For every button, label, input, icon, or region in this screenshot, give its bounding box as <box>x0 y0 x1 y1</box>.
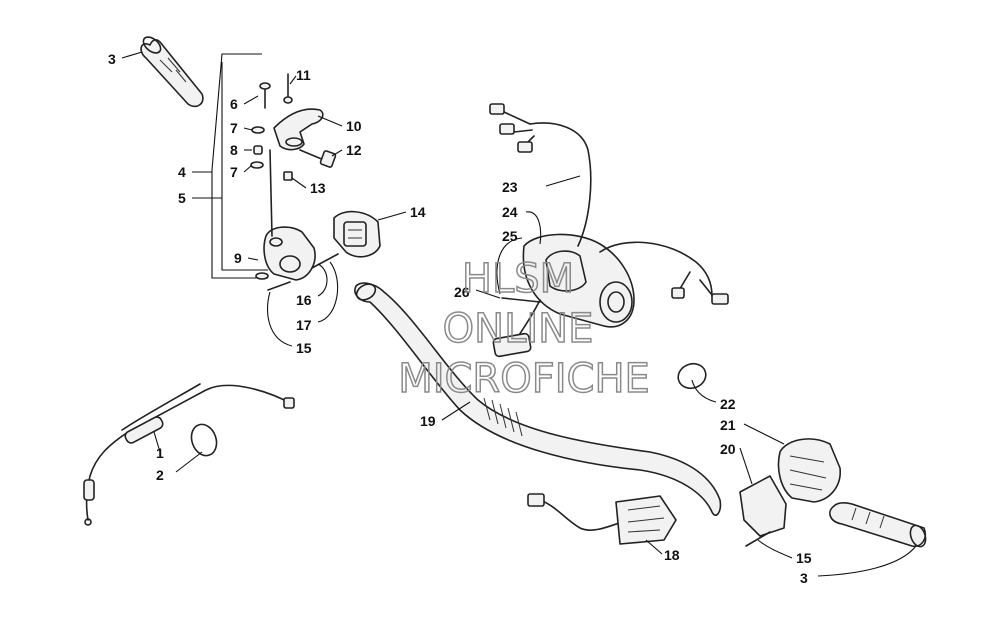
callout-10: 10 <box>346 118 362 134</box>
callout-22: 22 <box>720 396 736 412</box>
callout-13: 13 <box>310 180 326 196</box>
throttle-lever <box>273 73 324 151</box>
wiring-harness-18 <box>527 493 677 545</box>
callout-20: 20 <box>720 441 736 457</box>
callout-6: 6 <box>230 96 238 112</box>
callout-23: 23 <box>502 179 518 195</box>
callout-15: 15 <box>296 340 312 356</box>
callout-2: 2 <box>156 467 164 483</box>
callout-1: 1 <box>156 445 164 461</box>
callout-21: 21 <box>720 417 736 433</box>
callout-26: 26 <box>454 284 470 300</box>
callout-17: 17 <box>296 317 312 333</box>
screws-left <box>267 253 339 291</box>
right-switch-assembly <box>489 103 729 358</box>
throttle-switch-connector <box>299 149 337 168</box>
watermark: HLSM ONLINE MICROFICHE <box>397 255 650 403</box>
callout-16: 16 <box>296 292 312 308</box>
watermark-line-2: ONLINE <box>443 306 594 352</box>
callout-3: 3 <box>108 51 116 67</box>
throttle-cable <box>83 383 295 526</box>
callout-7: 7 <box>230 164 238 180</box>
clip-13 <box>283 171 293 181</box>
switch-housing-left <box>333 210 381 258</box>
callout-24: 24 <box>502 204 518 220</box>
callout-7: 7 <box>230 120 238 136</box>
callout-3: 3 <box>800 570 808 586</box>
callout-15: 15 <box>796 550 812 566</box>
callout-19: 19 <box>420 413 436 429</box>
right-control-housing <box>677 362 841 547</box>
callout-5: 5 <box>178 190 186 206</box>
pivot-bolt-hardware <box>250 82 271 169</box>
watermark-line-1: HLSM <box>462 256 574 302</box>
watermark-line-3: MICROFICHE <box>398 356 650 402</box>
callout-18: 18 <box>664 547 680 563</box>
leader-lines <box>121 51 917 577</box>
callout-12: 12 <box>346 142 362 158</box>
throttle-housing <box>255 149 316 281</box>
callout-labels: 3 6 7 8 7 4 5 9 11 10 12 13 14 16 17 15 … <box>108 51 812 586</box>
callout-11: 11 <box>296 67 311 83</box>
callout-4: 4 <box>178 164 186 180</box>
right-grip <box>829 501 927 548</box>
callout-25: 25 <box>502 228 518 244</box>
bracket-4-5 <box>211 53 268 279</box>
left-grip <box>140 36 204 108</box>
callout-9: 9 <box>234 250 242 266</box>
callout-14: 14 <box>410 204 426 220</box>
handlebar <box>354 282 722 516</box>
callout-8: 8 <box>230 142 238 158</box>
